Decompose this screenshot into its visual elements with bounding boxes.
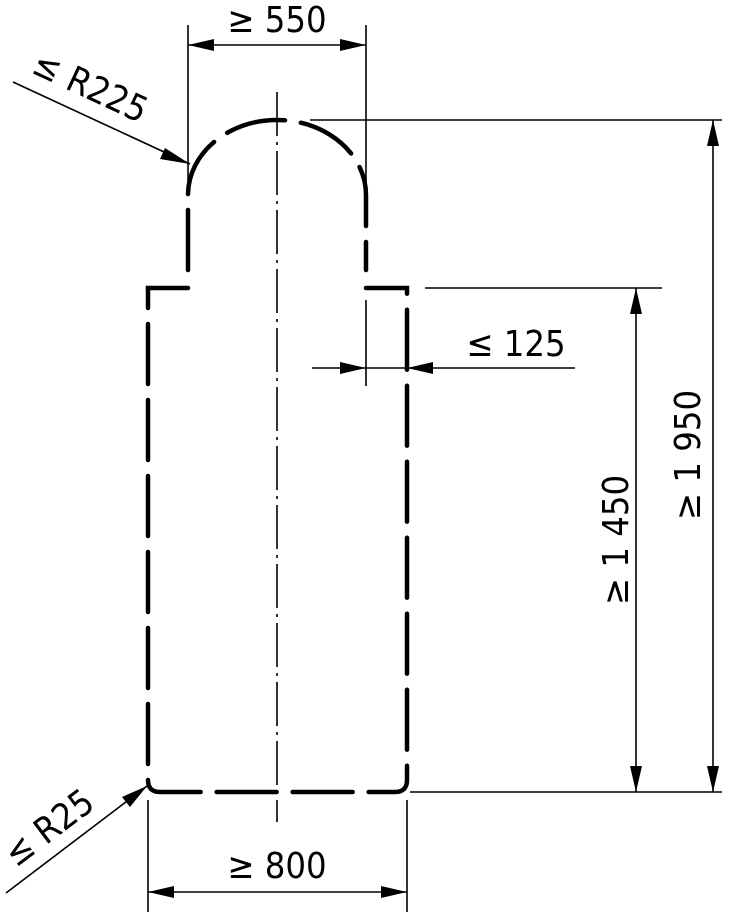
- dimension-total-height: ≥ 1 950: [310, 119, 722, 793]
- arrow-icon: [407, 362, 433, 374]
- arrow-icon: [148, 886, 174, 898]
- arrow-icon: [160, 148, 190, 164]
- dimension-label: ≥ 1 450: [596, 475, 637, 605]
- arrow-icon: [630, 288, 642, 314]
- profile-outline: [145, 117, 410, 795]
- arrow-icon: [381, 886, 407, 898]
- dimension-label: ≥ 1 950: [668, 390, 709, 520]
- dimension-corner-radius: ≤ R25: [0, 782, 148, 894]
- arrow-icon: [707, 120, 719, 146]
- arrow-icon: [122, 786, 147, 807]
- dimension-shoulder-offset: ≤ 125: [312, 300, 575, 386]
- dimension-bottom-width: ≥ 800: [147, 800, 408, 912]
- dimension-top-width: ≥ 550: [187, 0, 367, 185]
- dimension-top-radius: ≤ R225: [12, 43, 191, 165]
- arrow-icon: [340, 362, 366, 374]
- dimension-label: ≥ 800: [227, 846, 326, 887]
- arrow-icon: [188, 39, 214, 51]
- upper-narrow-outline: [185, 117, 369, 273]
- dimension-label: ≤ R25: [0, 782, 102, 876]
- arrow-icon: [630, 766, 642, 792]
- arrow-icon: [707, 766, 719, 792]
- dimension-body-height: ≥ 1 450: [425, 287, 662, 792]
- dimension-label: ≤ 125: [466, 324, 565, 365]
- arrow-icon: [340, 39, 366, 51]
- lower-body-outline: [145, 285, 410, 795]
- dimension-label: ≥ 550: [227, 0, 326, 41]
